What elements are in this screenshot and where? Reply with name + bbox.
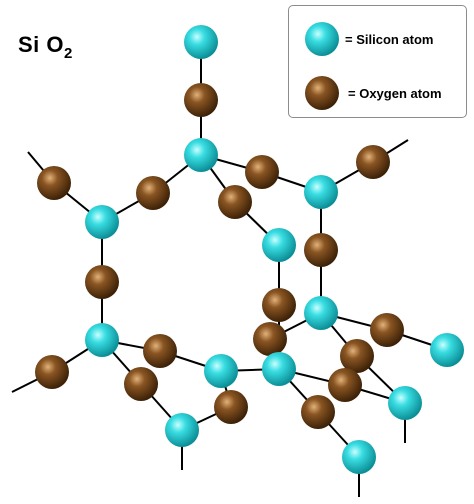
silicon-atom — [85, 205, 119, 239]
formula-subscript: 2 — [64, 45, 73, 62]
oxygen-atom — [37, 166, 71, 200]
oxygen-atom — [356, 145, 390, 179]
oxygen-atom — [124, 367, 158, 401]
oxygen-atom — [253, 322, 287, 356]
silicon-legend-swatch — [305, 22, 339, 56]
silicon-atom — [304, 296, 338, 330]
oxygen-atom — [328, 368, 362, 402]
oxygen-atom — [340, 339, 374, 373]
silicon-atom — [304, 175, 338, 209]
oxygen-atom — [262, 288, 296, 322]
silicon-atom — [184, 138, 218, 172]
silicon-atom — [262, 228, 296, 262]
oxygen-atom — [35, 355, 69, 389]
legend-swatches — [305, 22, 339, 110]
atoms — [35, 25, 464, 474]
silicon-legend-label: = Silicon atom — [345, 32, 434, 47]
silicon-atom — [342, 440, 376, 474]
formula-element-o: O — [46, 32, 65, 57]
silicon-atom — [165, 413, 199, 447]
oxygen-atom — [245, 155, 279, 189]
oxygen-atom — [218, 185, 252, 219]
silicon-atom — [388, 386, 422, 420]
oxygen-atom — [214, 390, 248, 424]
oxygen-legend-swatch — [305, 76, 339, 110]
silicon-atom — [262, 352, 296, 386]
legend-box: = Silicon atom = Oxygen atom — [288, 5, 467, 118]
oxygen-legend-label: = Oxygen atom — [348, 86, 442, 101]
oxygen-atom — [143, 334, 177, 368]
silicon-atom — [85, 323, 119, 357]
oxygen-atom — [184, 83, 218, 117]
oxygen-atom — [304, 233, 338, 267]
chemical-formula: Si O2 — [18, 32, 73, 62]
silicon-atom — [184, 25, 218, 59]
formula-element-si: Si — [18, 32, 40, 57]
silicon-atom — [430, 333, 464, 367]
oxygen-atom — [301, 395, 335, 429]
silicon-atom — [204, 354, 238, 388]
oxygen-atom — [136, 176, 170, 210]
oxygen-atom — [370, 313, 404, 347]
oxygen-atom — [85, 265, 119, 299]
